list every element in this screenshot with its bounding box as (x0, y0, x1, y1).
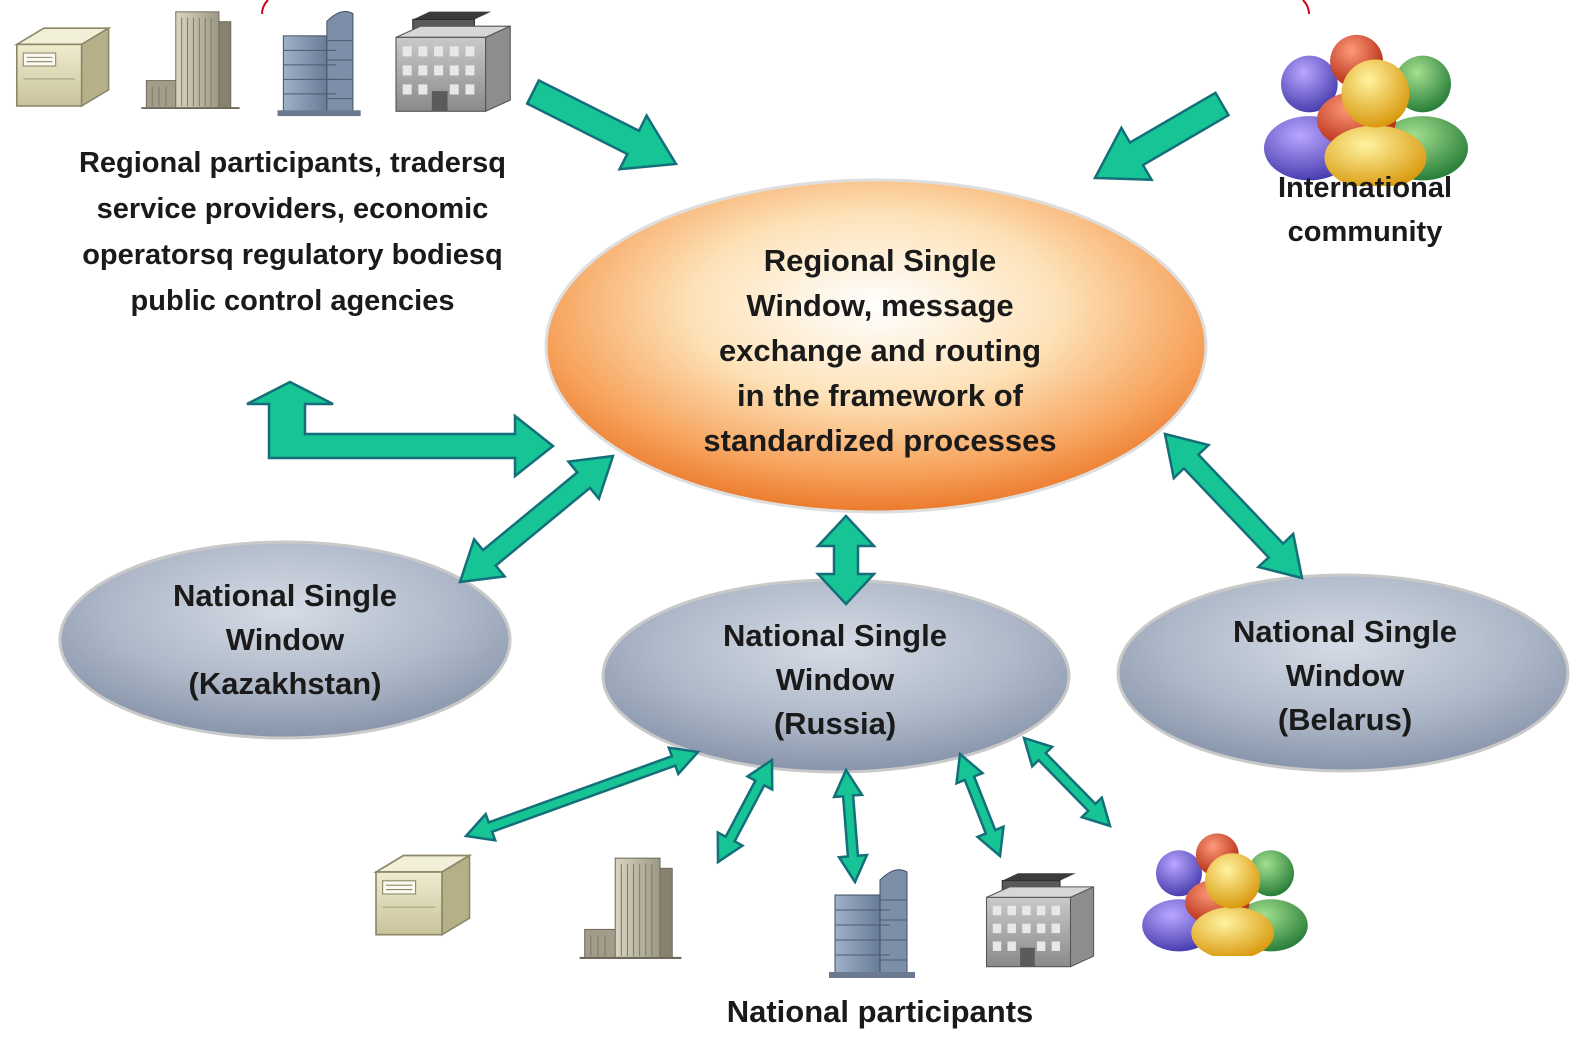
people-group-icon (1142, 833, 1308, 956)
rsw-line: standardized processes (703, 423, 1057, 458)
nsw-russia-label: National Single Window (Russia) (660, 614, 1010, 746)
office-tower-icon (578, 856, 683, 960)
arrow-russia-tower (716, 757, 774, 865)
nsw-line: Window (225, 622, 345, 657)
nsw-line: (Kazakhstan) (188, 666, 382, 701)
nsw-line: Window (775, 662, 895, 697)
frame-line-left (261, 0, 269, 15)
building-icon (395, 11, 511, 112)
nsw-kazakhstan-label: National Single Window (Kazakhstan) (110, 574, 460, 706)
arrow-rsw-kazakhstan (458, 454, 615, 584)
regional-single-window-ellipse (544, 178, 1208, 514)
nsw-line: National Single (173, 578, 397, 613)
regional-participants-line: public control agencies (130, 285, 455, 317)
office-tower-icon (140, 10, 241, 110)
arrow-international-to-rsw (1092, 91, 1231, 182)
international-community-label: International community (1220, 166, 1510, 254)
regional-participants-line: operatorsq regulatory bodiesq (82, 239, 503, 271)
regional-single-window-label: Regional Single Window, message exchange… (620, 238, 1140, 463)
server-icon (375, 854, 471, 936)
nsw-belarus-label: National Single Window (Belarus) (1170, 610, 1520, 742)
skyscraper-icon (828, 869, 916, 979)
nsw-line: National Single (723, 618, 947, 653)
rsw-line: Regional Single (763, 243, 997, 278)
rsw-line: Window, message (746, 288, 1014, 323)
regional-participants-label: Regional participants, tradersq service … (0, 140, 585, 324)
nsw-line: National Single (1233, 614, 1457, 649)
nsw-line: (Belarus) (1277, 702, 1413, 737)
rsw-line: in the framework of (737, 378, 1023, 413)
building-icon (985, 872, 1095, 968)
arrow-rsw-russia (815, 514, 877, 606)
arrow-russia-people (1022, 736, 1112, 828)
nsw-line: (Russia) (773, 706, 897, 741)
skyscraper-icon (276, 10, 362, 117)
arrow-russia-server (463, 746, 701, 842)
nsw-line: Window (1285, 658, 1405, 693)
rsw-line: exchange and routing (718, 333, 1042, 368)
regional-participants-line: Regional participants, tradersq (78, 147, 507, 179)
arrow-russia-building (955, 751, 1005, 859)
arrow-russia-skyscraper (832, 767, 869, 885)
national-participants-text: National participants (726, 994, 1034, 1029)
nsw-belarus-ellipse (1116, 573, 1570, 773)
international-community-line: International (1277, 172, 1452, 204)
nsw-kazakhstan-ellipse (58, 540, 512, 740)
arrow-elbow-regional-rsw (246, 380, 556, 479)
arrow-rsw-belarus (1163, 432, 1304, 580)
arrow-regional-to-rsw (525, 78, 679, 171)
arrows-group (246, 78, 1304, 885)
national-participants-label: National participants (580, 990, 1180, 1034)
server-icon (15, 27, 110, 107)
frame-line-right (1302, 0, 1310, 15)
regional-participants-line: service providers, economic (96, 193, 489, 225)
international-community-line: community (1287, 216, 1443, 248)
